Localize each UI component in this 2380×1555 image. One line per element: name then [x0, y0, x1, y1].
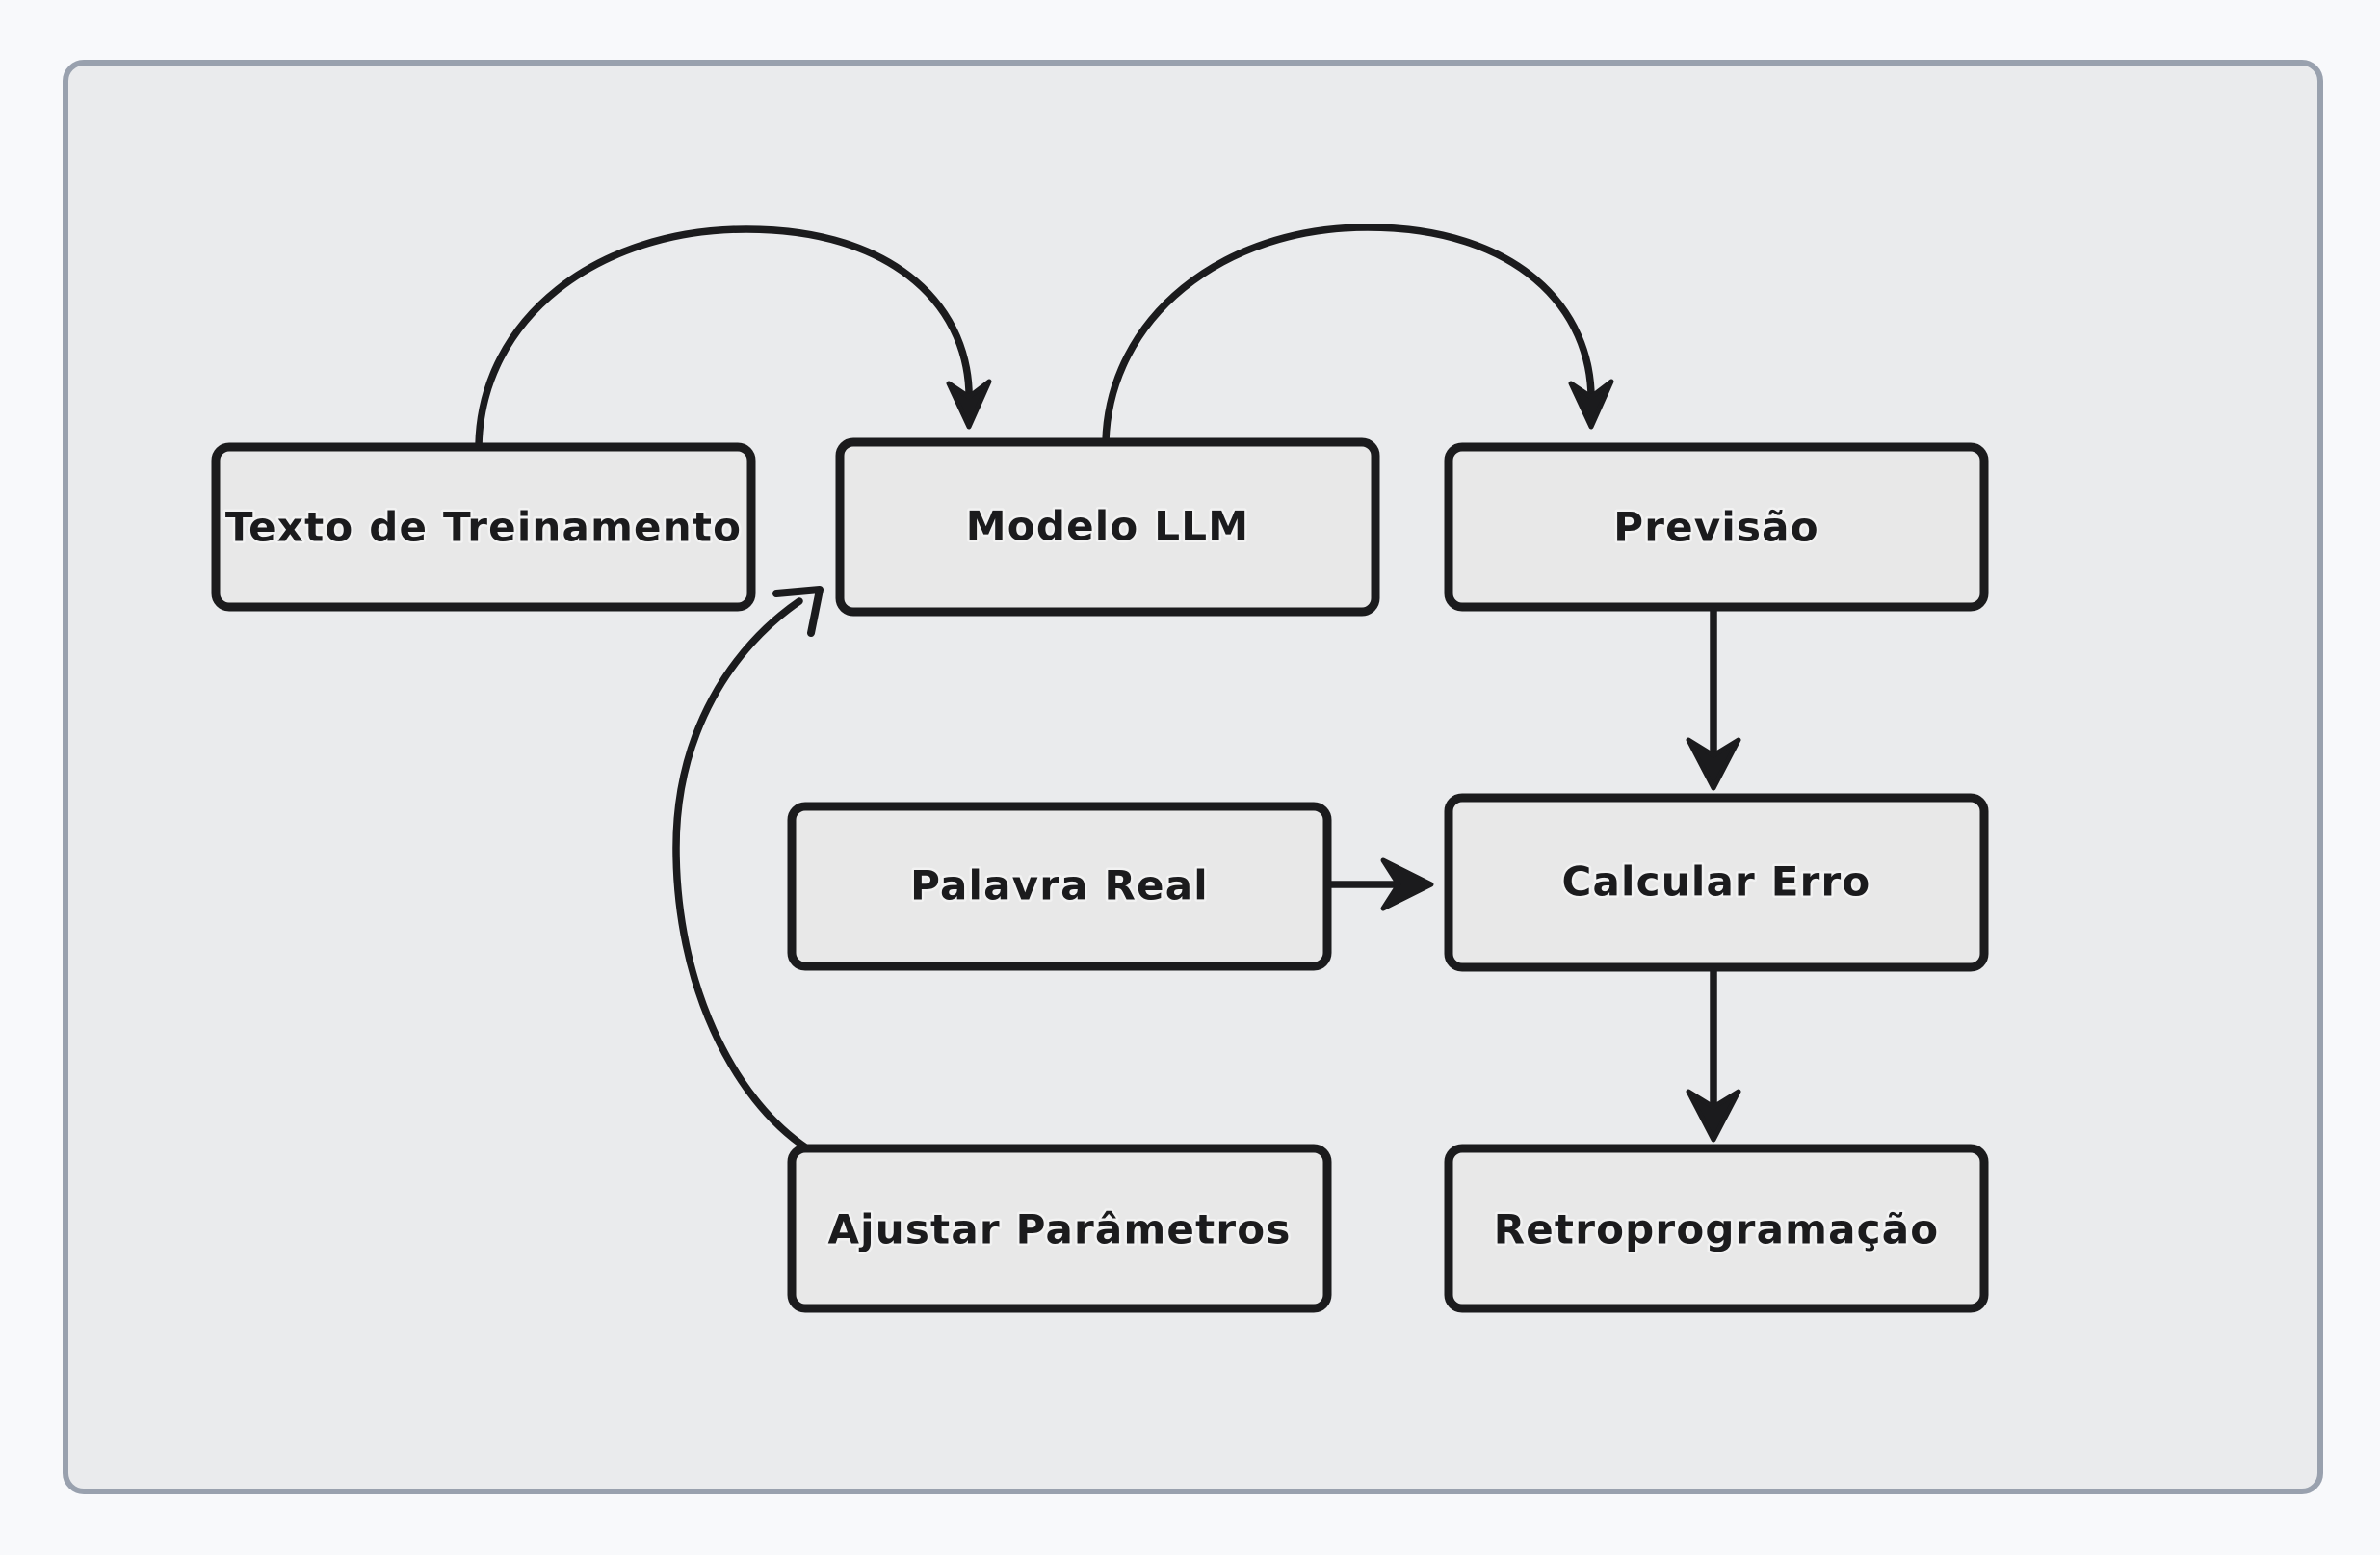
- node-label-modelo: Modelo LLM: [966, 503, 1249, 550]
- node-label-texto: Texto de Treinamento: [225, 504, 742, 551]
- node-modelo-llm[interactable]: Modelo LLM: [835, 437, 1380, 617]
- edge-ajustar-to-modelo: [672, 586, 824, 1152]
- edge-palavra-to-calcular: [1324, 857, 1434, 911]
- node-previsao[interactable]: Previsão: [1444, 442, 1989, 612]
- node-texto-de-treinamento[interactable]: Texto de Treinamento: [211, 442, 756, 612]
- node-palavra-real[interactable]: Palavra Real: [787, 802, 1332, 971]
- node-label-previsao: Previsão: [1613, 504, 1819, 551]
- node-label-calcular: Calcular Erro: [1561, 858, 1870, 906]
- node-label-ajustar: Ajustar Parâmetros: [827, 1206, 1291, 1253]
- edge-modelo-to-previsao: [1102, 224, 1614, 445]
- node-calcular-erro[interactable]: Calcular Erro: [1444, 793, 1989, 972]
- edge-calcular-to-retro: [1686, 962, 1741, 1143]
- edge-previsao-to-calcular: [1686, 607, 1741, 791]
- node-ajustar-parametros[interactable]: Ajustar Parâmetros: [787, 1144, 1332, 1313]
- node-label-retro: Retroprogramação: [1494, 1206, 1940, 1253]
- node-retroprogramacao[interactable]: Retroprogramação: [1444, 1144, 1989, 1313]
- edge-texto-to-modelo: [475, 225, 992, 449]
- node-label-palavra: Palavra Real: [910, 862, 1209, 909]
